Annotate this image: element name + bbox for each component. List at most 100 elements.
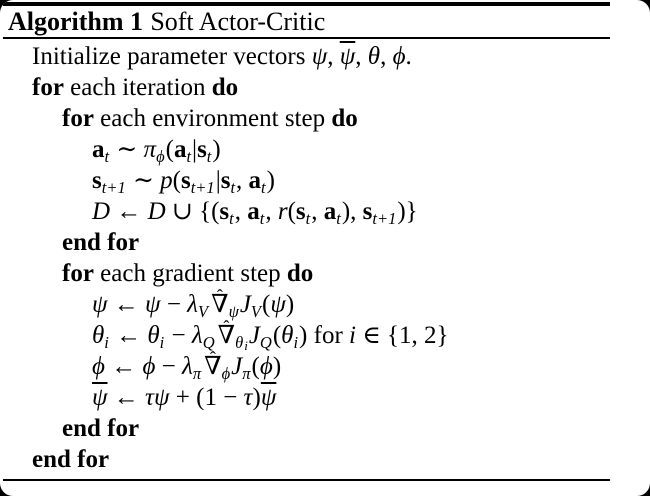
math-token: for <box>62 260 94 287</box>
math-token: ϕ <box>92 353 105 380</box>
math-token: V <box>250 302 262 322</box>
math-token: ϕ <box>221 364 231 384</box>
math-token: ( <box>287 198 296 225</box>
math-token: | <box>192 136 198 163</box>
math-token: ( <box>251 353 260 380</box>
math-token: i <box>104 333 109 353</box>
math-token: − <box>155 353 183 380</box>
top-rule <box>3 2 610 6</box>
math-token: , <box>355 43 368 70</box>
algo-line-13: end for <box>3 413 650 444</box>
math-token: s <box>197 136 207 163</box>
math-token: each environment step <box>93 105 332 132</box>
math-token: end for <box>62 415 140 442</box>
math-token: ) for <box>299 322 350 349</box>
algo-line-5: st+1 ∼ p(st+1|st, at) <box>3 165 650 198</box>
math-token: π <box>242 364 251 384</box>
math-token: ) <box>285 291 295 318</box>
math-token: ∪ {( <box>165 198 220 225</box>
math-token: + (1 − <box>169 384 244 411</box>
math-token: ψ <box>260 384 277 411</box>
math-token: s <box>180 167 191 194</box>
math-token: , <box>265 198 278 225</box>
math-token: t+1 <box>101 178 126 198</box>
math-token: θ <box>92 322 105 349</box>
math-token: ϕ <box>392 43 406 70</box>
algorithm-label: Algorithm 1 <box>8 7 144 36</box>
math-token: , <box>327 43 340 70</box>
math-token: − <box>165 322 192 349</box>
math-token: ψ <box>145 291 161 318</box>
algo-line-2: for each iteration do <box>3 72 650 103</box>
math-token: t <box>261 178 266 198</box>
math-token: s <box>220 167 231 194</box>
algo-line-8: for each gradient step do <box>3 258 650 289</box>
algo-line-3: for each environment step do <box>3 103 650 134</box>
math-token: ∇ˆ <box>204 348 221 382</box>
algo-line-1: Initialize parameter vectors ψ, ψ, θ, ϕ. <box>3 41 650 72</box>
math-token: ϕ <box>156 147 165 167</box>
math-token: t <box>305 209 311 229</box>
math-token: do <box>211 74 239 101</box>
math-token: ( <box>165 136 174 163</box>
math-token: ( <box>262 291 271 318</box>
math-token: t <box>230 178 236 198</box>
math-token: ϕ <box>259 353 273 380</box>
math-token: , <box>311 198 324 225</box>
algo-line-6: D ← D ∪ {(st, at, r(st, at), st+1)} <box>3 196 650 229</box>
math-token: . <box>405 43 412 70</box>
math-token: τψ <box>145 384 170 411</box>
algo-line-14: end for <box>3 444 650 475</box>
math-token: t <box>336 209 341 229</box>
math-token: Q <box>202 333 215 353</box>
math-token: λ <box>191 322 203 349</box>
math-token: ← <box>109 322 148 349</box>
math-token: π <box>143 136 157 163</box>
math-token: for <box>62 105 94 132</box>
math-token: s <box>92 167 102 194</box>
math-token: , <box>236 167 249 194</box>
math-token: , <box>380 43 393 70</box>
math-token: do <box>331 105 358 132</box>
math-token: i <box>293 333 299 353</box>
math-token: a <box>248 167 262 194</box>
math-token: θ <box>367 43 381 70</box>
math-token: J <box>248 322 260 349</box>
math-token: ϕ <box>142 353 156 380</box>
math-token: − <box>160 291 188 318</box>
algo-line-12: ψ ← τψ + (1 − τ)ψ <box>3 382 650 413</box>
math-token: θ <box>147 322 160 349</box>
math-token: do <box>286 260 314 287</box>
hat-accent: ˆ <box>223 317 230 338</box>
math-token: a <box>323 198 337 225</box>
math-token: t <box>186 147 192 167</box>
math-token: ), <box>341 198 363 225</box>
math-token: ) <box>212 136 221 163</box>
math-token: D <box>92 198 111 225</box>
math-token: a <box>173 136 187 163</box>
math-token: r <box>277 198 288 225</box>
math-token: π <box>192 364 202 384</box>
math-token: each iteration <box>63 74 212 101</box>
math-token: θ <box>281 322 294 349</box>
hat-accent: ˆ <box>216 286 223 307</box>
math-token: t+1 <box>190 178 215 198</box>
hat-accent: ˆ <box>209 348 216 369</box>
caption-rule <box>3 37 610 39</box>
math-token: i <box>244 338 248 354</box>
math-token: ∼ <box>126 167 161 194</box>
math-token: ← <box>104 353 143 380</box>
math-token: ψ <box>339 43 356 70</box>
math-token: t+1 <box>372 209 397 229</box>
algo-line-4: at ∼ πϕ(at|st) <box>3 134 650 167</box>
math-token: , <box>234 198 248 225</box>
math-token: ψ <box>92 384 108 411</box>
math-token: s <box>295 198 306 225</box>
math-token: a <box>247 198 260 225</box>
math-token: ∇ˆ <box>218 317 235 351</box>
math-token: ψ <box>311 43 328 70</box>
math-token: each gradient step <box>93 260 287 287</box>
